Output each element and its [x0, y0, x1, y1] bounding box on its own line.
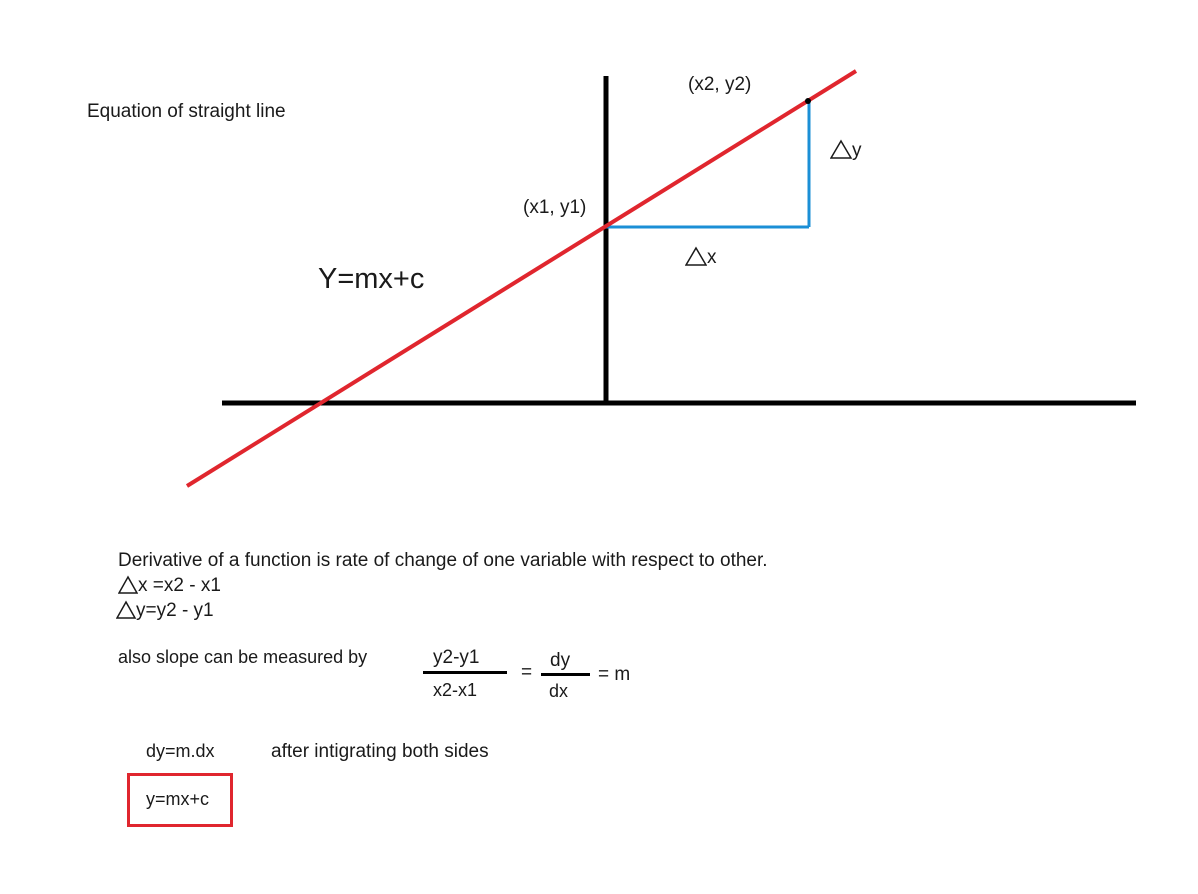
delta-triangle-icon	[117, 575, 139, 594]
delta-y-label: y	[829, 139, 862, 161]
delta-triangle-icon	[684, 246, 708, 266]
point-2-label: (x2, y2)	[688, 74, 752, 95]
point-x2-y2-marker	[805, 98, 811, 104]
delta-y-formula: y=y2 - y1	[115, 600, 214, 621]
fraction-2-numerator: dy	[550, 650, 571, 671]
definition-text: Derivative of a function is rate of chan…	[118, 550, 768, 571]
delta-triangle-icon	[115, 600, 137, 619]
dy-equation: dy=m.dx	[146, 741, 215, 761]
fraction-2-denominator: dx	[549, 681, 569, 701]
straight-line	[185, 69, 858, 488]
delta-x-label: x	[684, 246, 717, 268]
equals-m-text: = m	[598, 664, 631, 685]
heading: Equation of straight line	[87, 101, 286, 122]
delta-x-formula: x =x2 - x1	[117, 575, 221, 596]
fraction-1-denominator: x2-x1	[433, 680, 478, 700]
delta-y-formula-text: y=y2 - y1	[136, 600, 214, 621]
fraction-1-bar	[423, 671, 507, 674]
equals-sign: =	[521, 662, 533, 683]
delta-y-text: y	[852, 140, 862, 161]
fraction-2-bar	[541, 673, 590, 676]
delta-x-text: x	[707, 247, 717, 268]
point-1-label: (x1, y1)	[523, 197, 587, 218]
integration-note: after intigrating both sides	[271, 741, 489, 762]
fraction-1-numerator: y2-y1	[433, 647, 480, 668]
delta-x-formula-text: x =x2 - x1	[138, 575, 221, 596]
line-equation-label: Y=mx+c	[318, 263, 425, 295]
slope-intro-text: also slope can be measured by	[118, 647, 368, 667]
delta-triangle-icon	[829, 139, 853, 159]
result-box	[127, 773, 233, 827]
result-equation: y=mx+c	[146, 789, 210, 809]
